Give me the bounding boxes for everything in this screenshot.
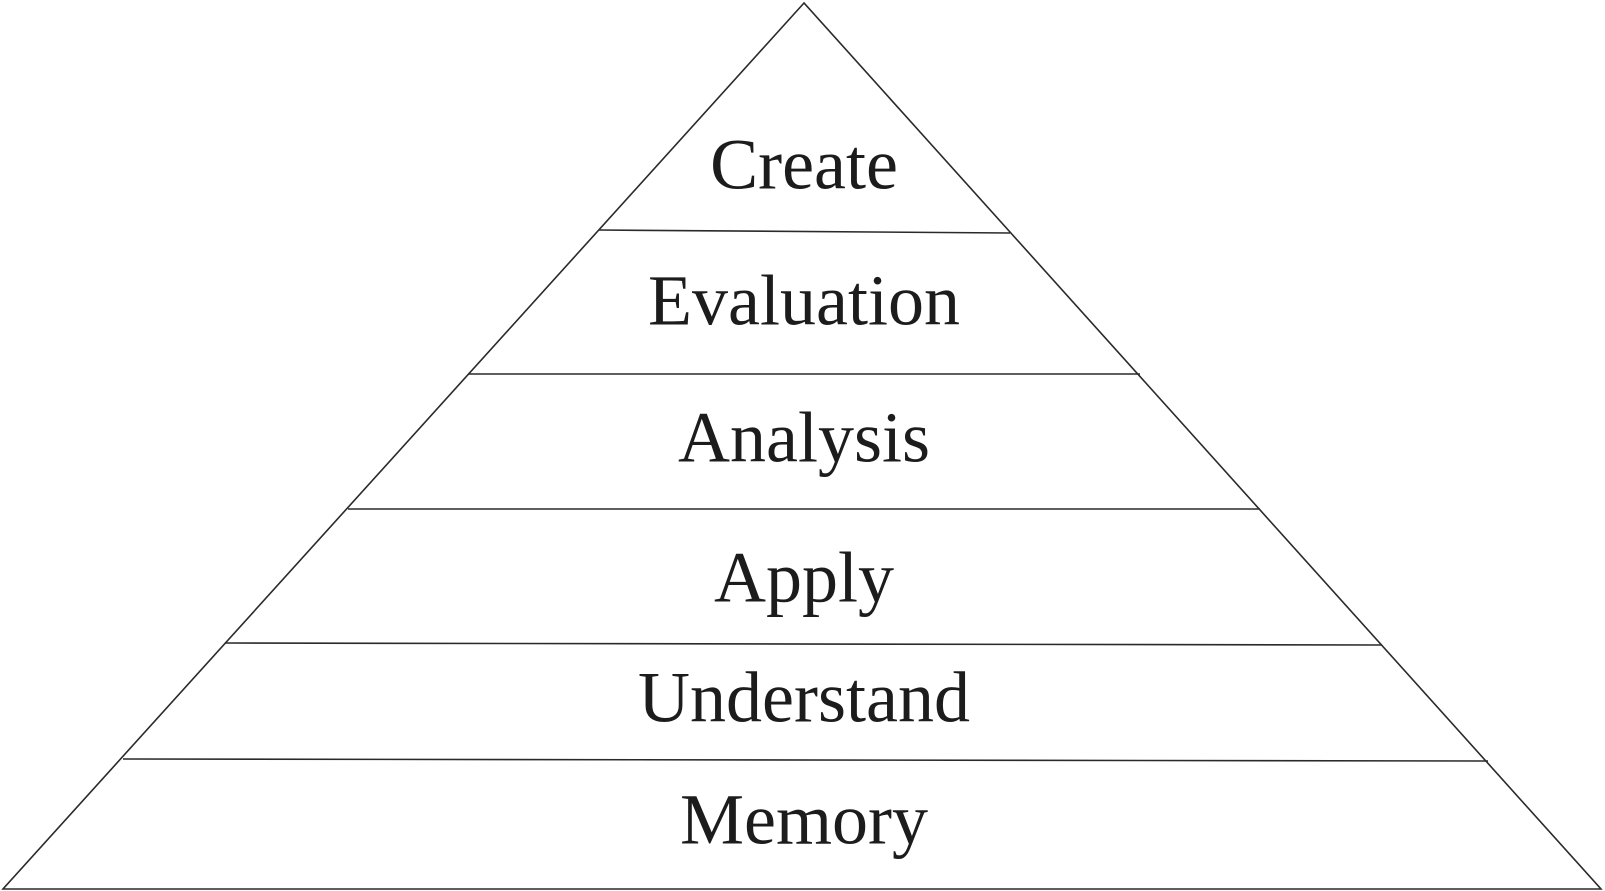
tier-divider xyxy=(122,758,1489,762)
tier-divider xyxy=(598,229,1011,234)
tier-divider xyxy=(224,642,1383,646)
tier-label-analysis: Analysis xyxy=(678,398,930,478)
tier-label-apply: Apply xyxy=(714,538,894,618)
tier-label-evaluation: Evaluation xyxy=(648,261,960,341)
tier-label-memory: Memory xyxy=(680,780,928,860)
tier-label-create: Create xyxy=(710,125,898,205)
tier-label-understand: Understand xyxy=(638,658,970,738)
